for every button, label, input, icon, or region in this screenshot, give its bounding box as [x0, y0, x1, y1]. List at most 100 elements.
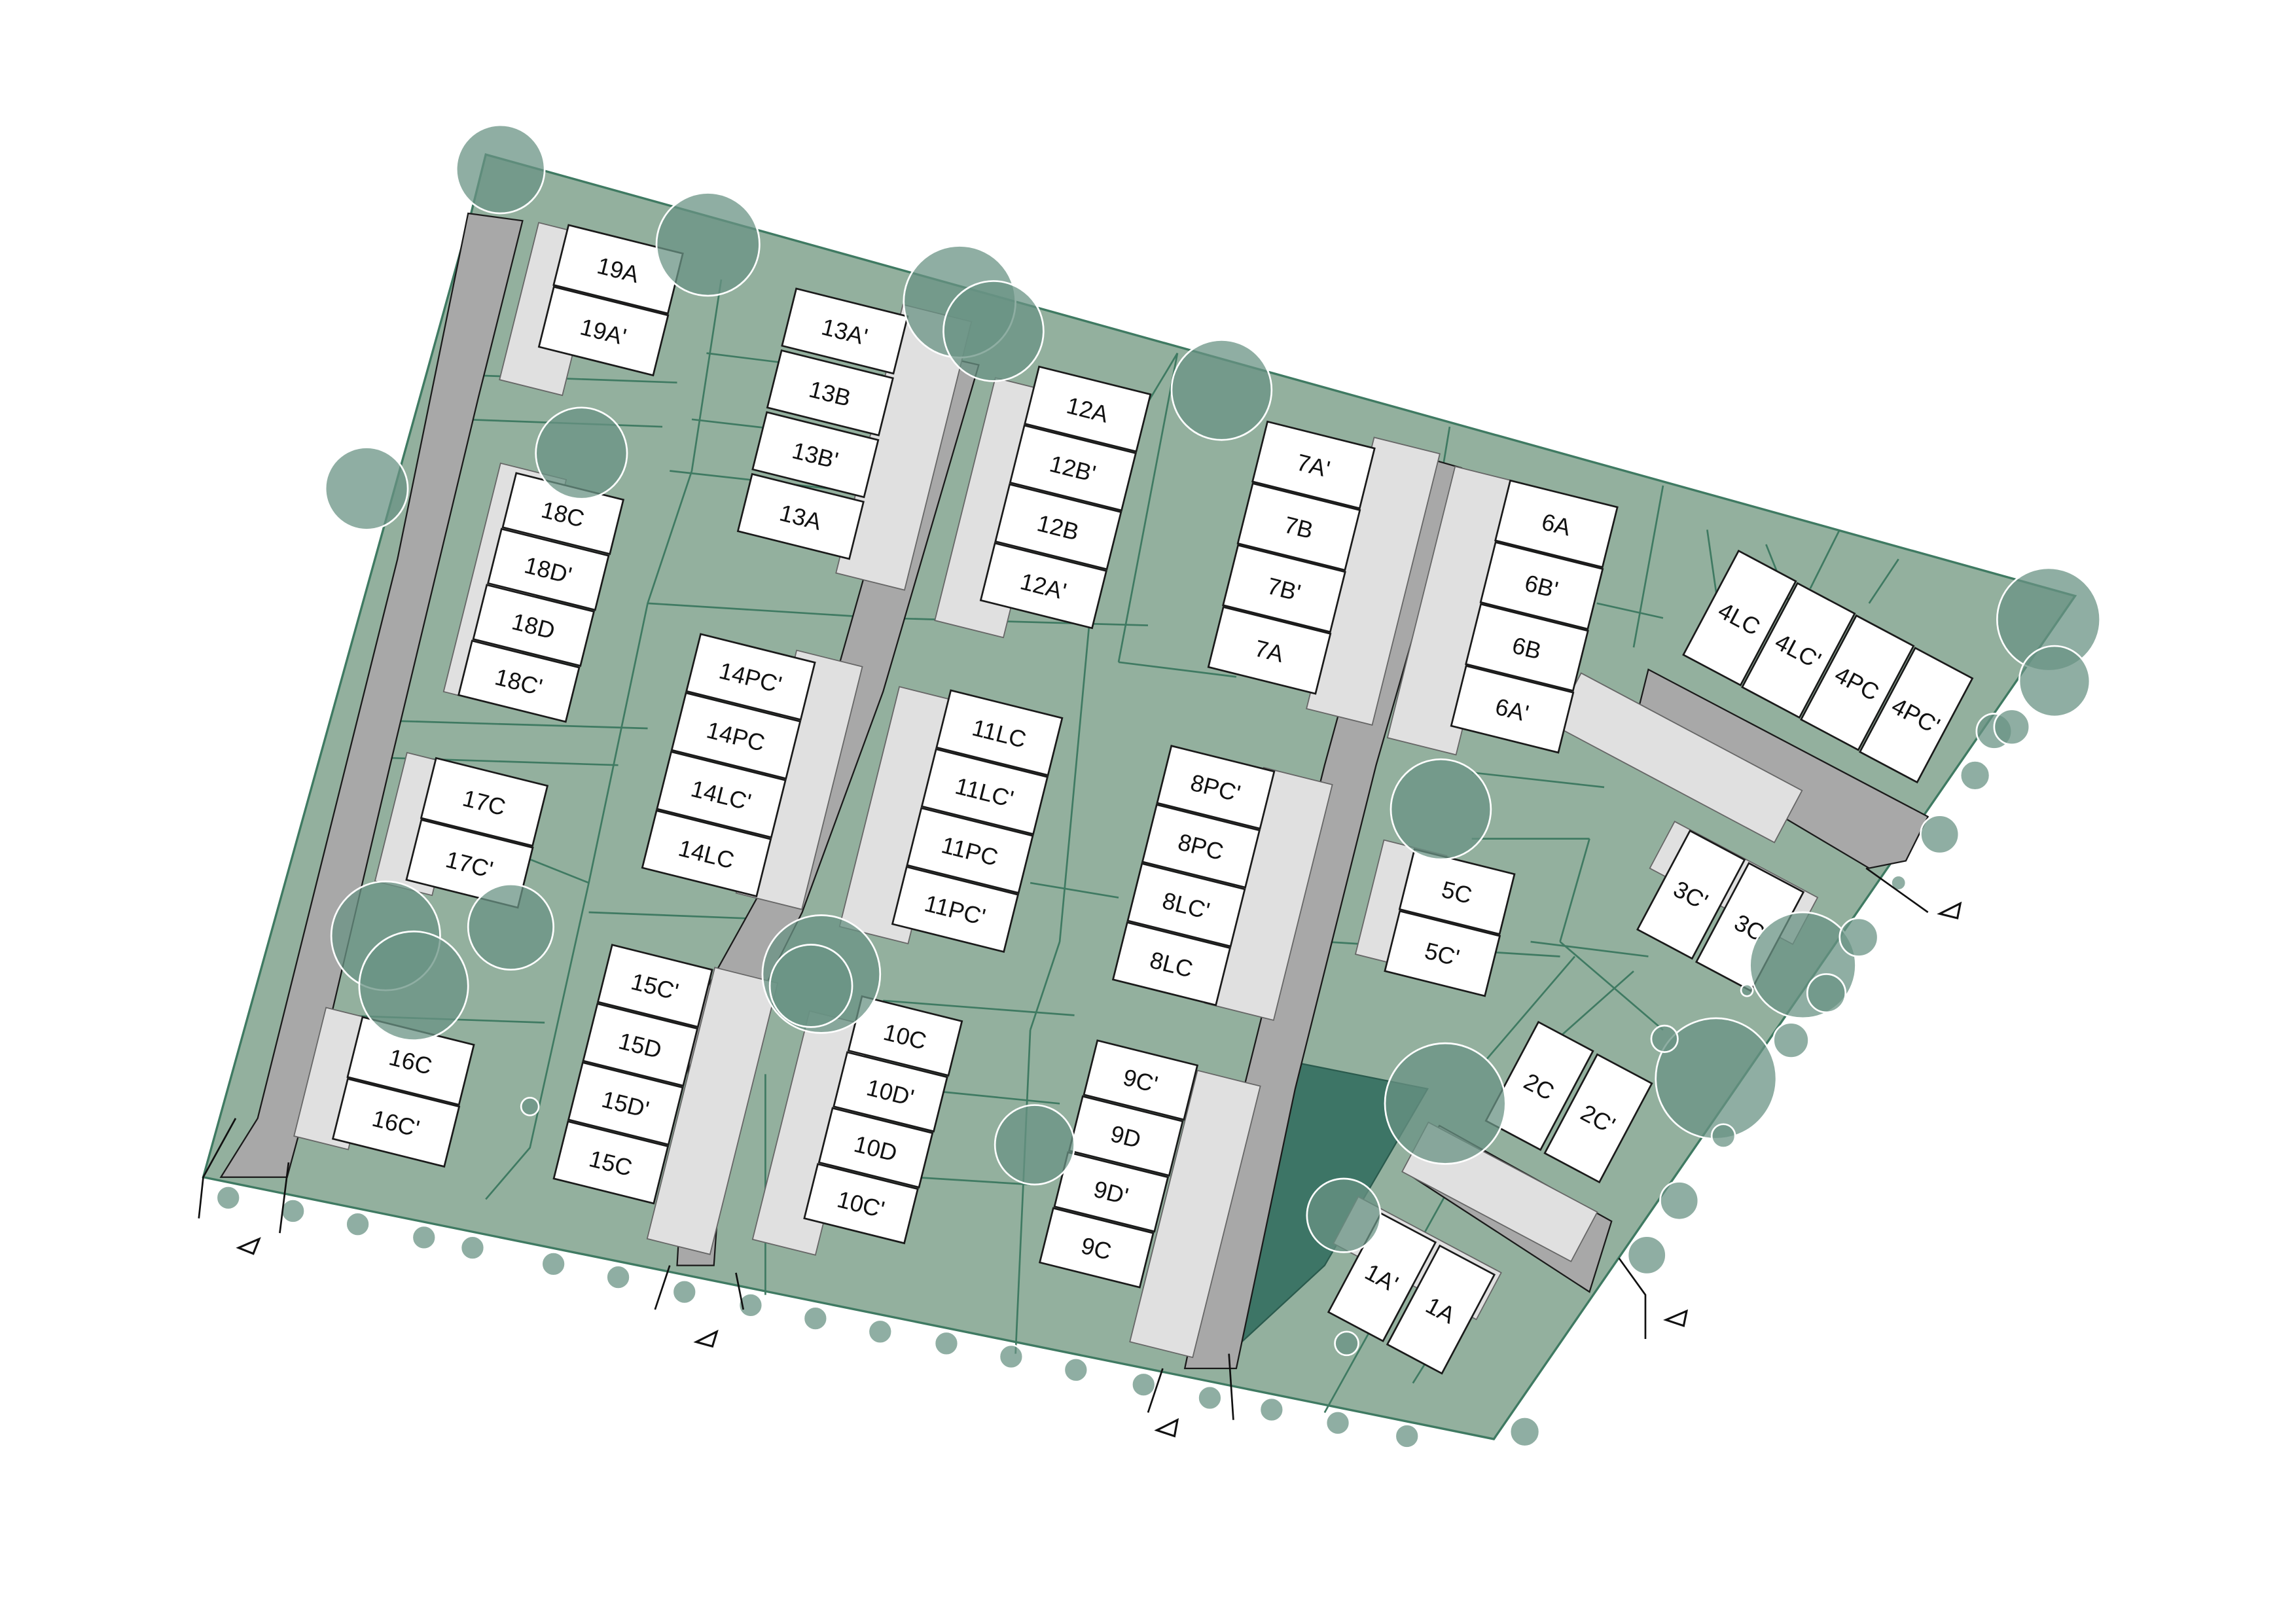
housing-unit[interactable]: 14LC — [641, 810, 772, 898]
housing-unit[interactable]: 17C — [420, 757, 549, 847]
housing-unit[interactable]: 18D — [472, 584, 596, 668]
housing-unit[interactable]: 8PC' — [1156, 745, 1276, 830]
housing-unit[interactable]: 1A — [1386, 1244, 1496, 1375]
housing-unit[interactable]: 18C' — [457, 639, 581, 723]
tree-icon — [1130, 1372, 1157, 1398]
housing-unit[interactable]: 4PC' — [1858, 647, 1974, 784]
housing-unit[interactable]: 15C' — [596, 944, 713, 1028]
tree-icon — [1325, 1410, 1351, 1436]
housing-unit[interactable]: 11LC' — [920, 748, 1049, 836]
housing-unit[interactable]: 16C' — [331, 1077, 461, 1168]
housing-unit[interactable]: 6B' — [1479, 541, 1604, 630]
unit-footprint — [847, 995, 963, 1077]
housing-unit[interactable]: 10D — [817, 1107, 934, 1188]
housing-unit[interactable]: 14LC' — [656, 751, 787, 839]
tree-icon — [655, 192, 761, 297]
unit-footprint — [1543, 1053, 1653, 1184]
unit-footprint — [1038, 1207, 1155, 1289]
housing-unit[interactable]: 12B' — [1009, 424, 1137, 512]
tree-icon — [1710, 1123, 1736, 1149]
entrance-icon — [1663, 1309, 1689, 1327]
housing-units: 19A19A'18C18D'18D18C'17C17C'16C16C'13A'1… — [331, 224, 1974, 1375]
housing-unit[interactable]: 4PC — [1800, 614, 1915, 751]
housing-unit[interactable]: 7A' — [1251, 420, 1376, 510]
tree-icon — [1394, 1423, 1420, 1449]
housing-unit[interactable]: 9D' — [1053, 1151, 1170, 1233]
housing-unit[interactable]: 5C — [1398, 848, 1516, 936]
entrance-icon — [236, 1237, 261, 1255]
housing-unit[interactable]: 3C — [1695, 862, 1805, 992]
housing-unit[interactable]: 7A — [1207, 605, 1332, 695]
housing-unit[interactable]: 11PC' — [891, 866, 1020, 954]
tree-icon — [1626, 1235, 1667, 1275]
housing-unit[interactable]: 15C — [552, 1120, 670, 1205]
housing-unit[interactable]: 8PC — [1141, 803, 1261, 889]
housing-unit[interactable]: 6B — [1465, 603, 1589, 692]
housing-unit[interactable]: 14PC' — [685, 633, 816, 721]
unit-footprint — [1858, 647, 1974, 784]
tree-icon — [1806, 973, 1847, 1014]
unit-footprint — [641, 810, 772, 898]
tree-icon — [1390, 758, 1492, 861]
housing-unit[interactable]: 3C' — [1636, 829, 1746, 960]
housing-unit[interactable]: 4LC — [1682, 549, 1797, 687]
housing-unit[interactable]: 11PC — [906, 807, 1034, 895]
tree-icon — [1659, 1181, 1700, 1221]
tree-icon — [459, 1235, 486, 1260]
unit-footprint — [935, 689, 1064, 777]
housing-unit[interactable]: 11LC — [935, 689, 1064, 777]
housing-unit[interactable]: 6A' — [1450, 664, 1575, 754]
housing-unit[interactable]: 15D' — [567, 1061, 684, 1146]
unit-footprint — [751, 411, 880, 499]
entrance-markers — [236, 901, 1962, 1438]
tree-icon — [520, 1096, 540, 1116]
unit-footprint — [656, 751, 787, 839]
housing-unit[interactable]: 12A' — [979, 542, 1107, 630]
housing-unit[interactable]: 13A — [736, 473, 865, 560]
housing-unit[interactable]: 10C — [847, 995, 963, 1077]
housing-unit[interactable]: 13B' — [751, 411, 880, 499]
housing-unit[interactable]: 16C — [346, 1016, 475, 1106]
tree-icon — [411, 1224, 437, 1251]
housing-unit[interactable]: 10C' — [803, 1163, 919, 1245]
housing-unit[interactable]: 12A — [1024, 365, 1152, 453]
tree-icon — [994, 1104, 1075, 1186]
housing-unit[interactable]: 6A — [1494, 479, 1619, 569]
unit-footprint — [1636, 829, 1746, 960]
housing-unit[interactable]: 19A' — [537, 285, 670, 377]
housing-unit[interactable]: 9C — [1038, 1207, 1155, 1289]
tree-icon — [998, 1344, 1024, 1370]
unit-footprint — [685, 633, 816, 721]
housing-unit[interactable]: 8LC' — [1126, 862, 1246, 948]
unit-footprint — [1024, 365, 1152, 453]
unit-footprint — [1053, 1151, 1170, 1233]
housing-unit[interactable]: 9C' — [1083, 1039, 1199, 1121]
housing-unit[interactable]: 19A — [552, 224, 684, 315]
housing-unit[interactable]: 5C' — [1384, 910, 1501, 997]
housing-unit[interactable]: 7B — [1236, 482, 1361, 571]
housing-unit[interactable]: 2C — [1484, 1020, 1594, 1151]
housing-unit[interactable]: 2C' — [1543, 1053, 1653, 1184]
housing-unit[interactable]: 10D' — [833, 1051, 948, 1133]
housing-unit[interactable]: 18D' — [486, 527, 610, 611]
housing-unit[interactable]: 15D — [582, 1003, 699, 1087]
tree-icon — [1063, 1357, 1089, 1383]
housing-unit[interactable]: 14PC — [670, 692, 802, 780]
housing-unit[interactable]: 12B — [994, 483, 1122, 571]
housing-unit[interactable]: 1A' — [1327, 1212, 1437, 1343]
tree-icon — [1334, 1330, 1359, 1357]
tree-icon — [324, 446, 409, 531]
housing-unit[interactable]: 8LC — [1111, 921, 1232, 1007]
housing-unit[interactable]: 7B' — [1222, 544, 1346, 633]
trees — [215, 124, 2102, 1449]
housing-unit[interactable]: 13A' — [781, 287, 909, 375]
tree-icon — [1772, 1022, 1810, 1059]
housing-unit[interactable]: 13B — [766, 349, 894, 437]
tree-icon — [541, 1251, 566, 1277]
housing-unit[interactable]: 9D — [1067, 1095, 1184, 1177]
tree-icon — [802, 1306, 829, 1331]
unit-footprint — [1067, 1095, 1184, 1177]
housing-unit[interactable]: 4LC' — [1741, 582, 1856, 719]
tree-icon — [1306, 1177, 1382, 1253]
